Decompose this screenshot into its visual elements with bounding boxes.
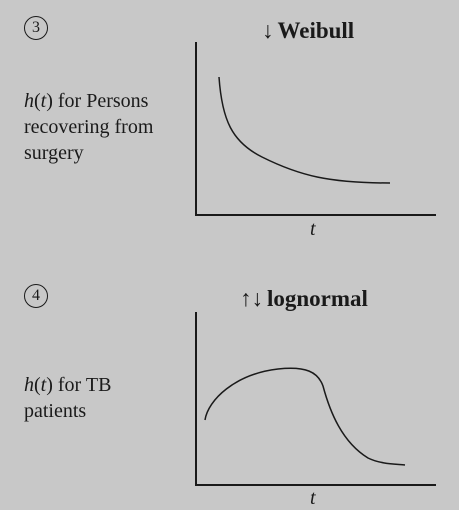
hazard-curve-rise-fall	[204, 367, 406, 466]
distribution-name: lognormal	[267, 286, 368, 311]
panel-number-badge: 4	[24, 284, 48, 308]
distribution-title: ↑↓lognormal	[240, 286, 368, 312]
x-axis-label: t	[310, 487, 316, 509]
hazard-plot-weibull	[195, 42, 436, 216]
panel-lognormal: 4 ↑↓lognormal h(t) for TB patients t	[0, 254, 459, 509]
hazard-label-line-1: h(t) for TB	[24, 374, 112, 396]
distribution-title: ↓Weibull	[262, 18, 354, 44]
distribution-name: Weibull	[277, 18, 355, 43]
hazard-curve-decreasing	[218, 76, 391, 184]
hazard-plot-lognormal	[195, 312, 436, 486]
axes	[195, 42, 436, 216]
axes	[195, 312, 436, 486]
trend-arrow-icon: ↓	[262, 18, 274, 43]
hazard-label-line-1: h(t) for Persons	[24, 90, 149, 112]
hazard-label-line-2: recovering from	[24, 116, 154, 138]
panel-number-badge: 3	[24, 16, 48, 40]
hazard-label-line-2: patients	[24, 400, 87, 422]
hazard-description: h(t) for TB patients	[24, 372, 194, 424]
panel-weibull: 3 ↓Weibull h(t) for Persons recovering f…	[0, 0, 459, 254]
hazard-description: h(t) for Persons recovering from surgery	[24, 88, 194, 166]
trend-arrow-icon: ↑↓	[240, 286, 263, 311]
hazard-label-line-3: surgery	[24, 142, 84, 164]
x-axis-label: t	[310, 218, 316, 240]
